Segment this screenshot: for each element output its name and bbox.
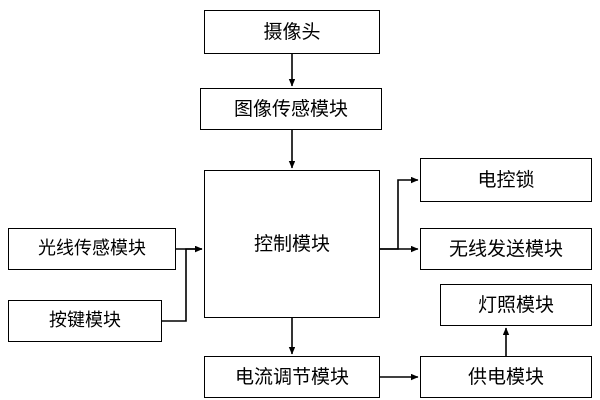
node-label-image_sensor: 图像传感模块 — [233, 97, 348, 120]
node-lamp_module: 灯照模块 — [440, 284, 592, 326]
node-label-camera: 摄像头 — [263, 20, 321, 43]
node-wireless_tx: 无线发送模块 — [420, 228, 592, 270]
node-power_supply: 供电模块 — [420, 356, 592, 398]
node-label-power_supply: 供电模块 — [467, 365, 544, 388]
node-control: 控制模块 — [204, 170, 380, 318]
node-label-key_module: 按键模块 — [49, 310, 121, 332]
node-camera: 摄像头 — [204, 10, 380, 54]
node-label-wireless_tx: 无线发送模块 — [448, 237, 563, 260]
node-label-light_sensor: 光线传感模块 — [38, 238, 146, 260]
edge-control-to-elec-lock — [380, 176, 419, 250]
node-label-current_adj: 电流调节模块 — [234, 365, 349, 388]
edge-key-module-to-control — [162, 245, 203, 322]
node-current_adj: 电流调节模块 — [204, 356, 380, 398]
node-elec_lock: 电控锁 — [420, 158, 592, 202]
node-label-lamp_module: 灯照模块 — [477, 293, 554, 316]
node-key_module: 按键模块 — [8, 300, 162, 342]
node-light_sensor: 光线传感模块 — [8, 228, 176, 270]
node-label-elec_lock: 电控锁 — [477, 168, 535, 191]
node-label-control: 控制模块 — [253, 232, 330, 255]
node-image_sensor: 图像传感模块 — [200, 88, 382, 130]
